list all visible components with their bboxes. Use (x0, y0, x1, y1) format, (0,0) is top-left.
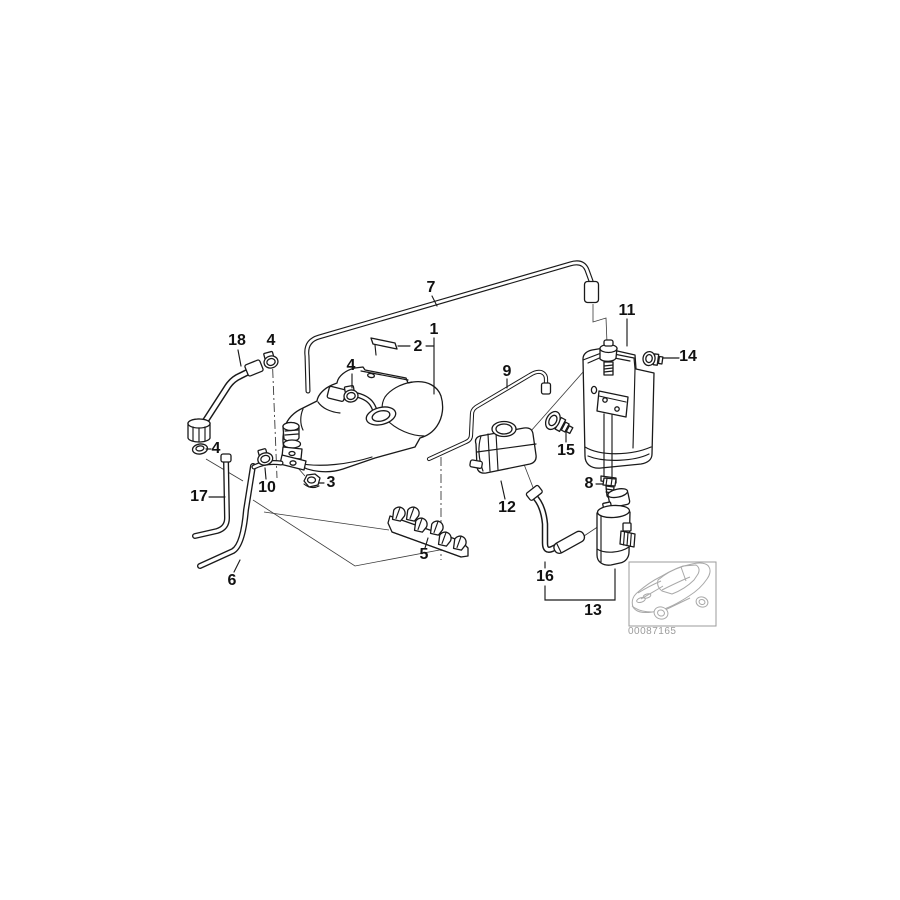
part-callout-2: 2 (413, 338, 423, 355)
part-callout-11: 11 (618, 302, 636, 319)
grommet-15 (544, 410, 574, 435)
callout-leader-lines (205, 295, 680, 601)
part-callout-17: 17 (190, 488, 208, 505)
pipe-7-end-fitting (583, 280, 600, 304)
tank-cap (281, 421, 303, 460)
hose-18-end-fitting (244, 359, 264, 377)
part-callout-4: 4 (346, 357, 356, 374)
hose-16-end-fitting (553, 530, 586, 554)
part-callout-12: 12 (498, 499, 516, 516)
nut-3 (303, 473, 321, 489)
part-callout-18: 18 (228, 332, 246, 349)
clamp-10 (257, 448, 274, 466)
car-thumbnail (628, 561, 717, 627)
charcoal-canister (582, 339, 655, 484)
pipe-9-end-fitting (540, 382, 552, 395)
part-callout-1: 1 (429, 321, 439, 338)
hose-16-collar (525, 484, 543, 501)
plug-14 (642, 350, 664, 367)
vent-piece-2 (370, 337, 398, 356)
part-callout-3: 3 (326, 474, 336, 491)
part-callout-14: 14 (679, 348, 697, 365)
hose-18-cap (187, 418, 211, 443)
leak-detection-pump-13 (596, 488, 636, 566)
part-callout-10: 10 (258, 479, 276, 496)
diagram-id-watermark: 00087165 (628, 626, 677, 637)
tank-tab-hole (366, 372, 376, 379)
car-icon (631, 562, 711, 620)
clamp-4-upper (263, 350, 279, 369)
hose-17 (192, 453, 232, 539)
part-callout-4: 4 (211, 440, 221, 457)
hose-6 (197, 463, 256, 569)
vent-pipe-7 (304, 260, 600, 394)
part-callout-5: 5 (419, 546, 429, 563)
construction-lines (205, 304, 608, 567)
part-callout-4: 4 (266, 332, 276, 349)
clamp-4-middle (343, 384, 359, 403)
hose-16 (525, 484, 586, 554)
hose-18 (187, 359, 264, 455)
part-callout-13: 13 (584, 602, 602, 619)
expansion-tank (251, 337, 444, 489)
pump-13-connector (619, 522, 636, 548)
part-callout-8: 8 (584, 475, 594, 492)
part-callout-7: 7 (426, 279, 436, 296)
hose-17-end-fitting (220, 453, 232, 463)
part-callout-15: 15 (557, 442, 575, 459)
vent-pipe-9 (426, 369, 552, 462)
part-callout-6: 6 (227, 572, 237, 589)
canister-cap (599, 339, 618, 376)
clamp-4-washer (191, 443, 209, 455)
part-callout-9: 9 (502, 363, 512, 380)
vent-valve-12 (469, 420, 537, 474)
part-callout-16: 16 (536, 568, 554, 585)
clip-strip-5 (387, 506, 469, 558)
